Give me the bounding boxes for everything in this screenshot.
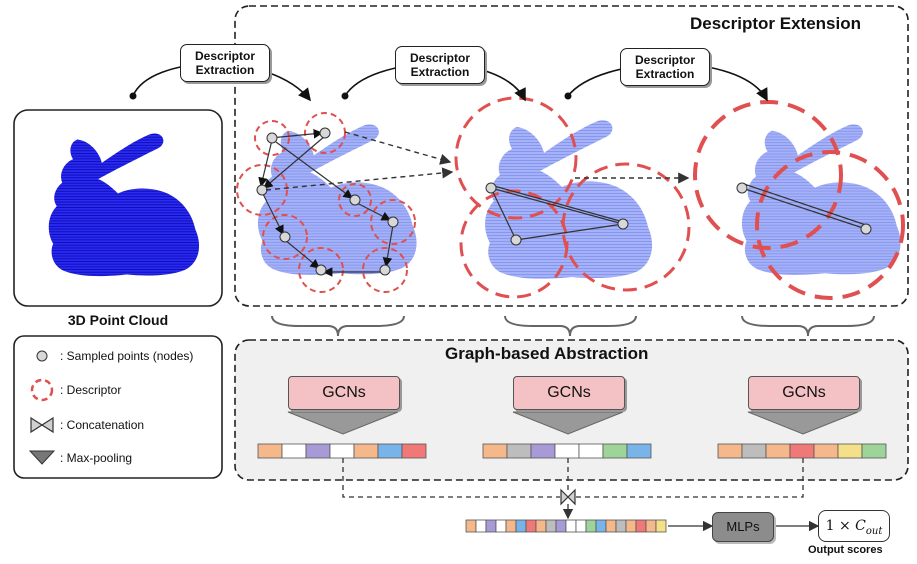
- extraction-line1: Descriptor: [634, 53, 696, 67]
- mlps-block: MLPs: [712, 512, 774, 542]
- feature-cell: [485, 519, 497, 533]
- feature-cell: [506, 443, 532, 459]
- legend-node-icon: [36, 350, 48, 362]
- descriptor-extension-title: Descriptor Extension: [690, 14, 861, 33]
- legend-sampled-points: : Sampled points (nodes): [60, 349, 194, 363]
- feature-cell: [765, 443, 791, 459]
- feature-vectors: [257, 443, 887, 533]
- feature-cell: [655, 519, 667, 533]
- feature-cell: [545, 519, 557, 533]
- legend-max-pooling: : Max-pooling: [60, 451, 133, 465]
- feature-cell: [717, 443, 743, 459]
- feature-cell: [475, 519, 487, 533]
- feature-cell: [813, 443, 839, 459]
- feature-cell: [535, 519, 547, 533]
- output-formula-sub: out: [865, 525, 883, 537]
- curve-start-dots: [129, 92, 572, 100]
- gcn-block-3: GCNs: [748, 376, 860, 410]
- feature-cell: [505, 519, 517, 533]
- feature-cell: [525, 519, 537, 533]
- gcn-block-1: GCNs: [288, 376, 400, 410]
- stage-2-edges: [490, 185, 624, 241]
- feature-cell: [281, 443, 307, 459]
- point-cloud-label: 3D Point Cloud: [67, 312, 169, 328]
- feature-cell: [482, 443, 508, 459]
- legend-descriptor-icon: [30, 378, 54, 402]
- feature-cell: [565, 519, 577, 533]
- stage-1-descriptors: [236, 112, 416, 293]
- feature-cell: [555, 519, 567, 533]
- legend-concatenation: : Concatenation: [60, 418, 145, 432]
- extraction-line2: Extraction: [410, 65, 470, 79]
- gcn-funnels: [287, 411, 859, 435]
- stage-3-descriptors: [693, 100, 905, 300]
- extraction-line2: Extraction: [195, 63, 255, 77]
- feature-cell: [515, 519, 527, 533]
- stage-2-nodes: [485, 182, 629, 246]
- feature-cell: [615, 519, 627, 533]
- output-formula-var: C: [855, 518, 866, 534]
- stage-1-edges: [258, 129, 394, 277]
- gcn-block-2: GCNs: [513, 376, 625, 410]
- feature-cell: [585, 519, 597, 533]
- concat-lines: [342, 458, 804, 498]
- legend-descriptor: : Descriptor: [60, 383, 122, 397]
- descriptor-extension-frame: [234, 5, 909, 307]
- feature-cell: [465, 519, 477, 533]
- legend-maxpool-icon: [28, 450, 56, 465]
- feature-cell: [575, 519, 587, 533]
- feature-cell: [605, 519, 617, 533]
- feature-cell: [554, 443, 580, 459]
- feature-cell: [595, 519, 607, 533]
- feature-cell: [257, 443, 283, 459]
- feature-cell: [305, 443, 331, 459]
- extraction-line1: Descriptor: [409, 51, 471, 65]
- concat-node: [560, 488, 576, 506]
- extraction-line1: Descriptor: [194, 49, 256, 63]
- feature-cell: [645, 519, 657, 533]
- feature-cell: [626, 443, 652, 459]
- feature-cell: [789, 443, 815, 459]
- feature-cell: [377, 443, 403, 459]
- output-formula-prefix: 1 ×: [825, 518, 856, 534]
- feature-cell: [602, 443, 628, 459]
- feature-cell: [741, 443, 767, 459]
- feature-cell: [353, 443, 379, 459]
- descriptor-extraction-label-2: Descriptor Extraction: [395, 46, 485, 84]
- stage-braces: [271, 315, 875, 337]
- stage-3-nodes: [736, 182, 872, 235]
- stage-1-nodes: [256, 127, 399, 276]
- feature-cell: [861, 443, 887, 459]
- output-formula-box: 1 × Cout: [818, 510, 890, 542]
- feature-cell: [635, 519, 647, 533]
- graph-abstraction-title: Graph-based Abstraction: [445, 344, 649, 363]
- feature-cell: [329, 443, 355, 459]
- feature-cell: [530, 443, 556, 459]
- feature-cell: [401, 443, 427, 459]
- stage-3-edges: [741, 183, 867, 230]
- legend-box: [13, 335, 223, 479]
- legend-concatenation-icon: [30, 416, 54, 434]
- feature-cell: [625, 519, 637, 533]
- bunny-stage-3: [741, 124, 901, 275]
- feature-cell: [495, 519, 507, 533]
- extraction-line2: Extraction: [635, 67, 695, 81]
- descriptor-extraction-label-1: Descriptor Extraction: [180, 44, 270, 82]
- feature-cell: [578, 443, 604, 459]
- feature-cell: [837, 443, 863, 459]
- transfer-arrows: [265, 131, 690, 191]
- output-scores-label: Output scores: [808, 544, 883, 556]
- descriptor-extraction-label-3: Descriptor Extraction: [620, 48, 710, 86]
